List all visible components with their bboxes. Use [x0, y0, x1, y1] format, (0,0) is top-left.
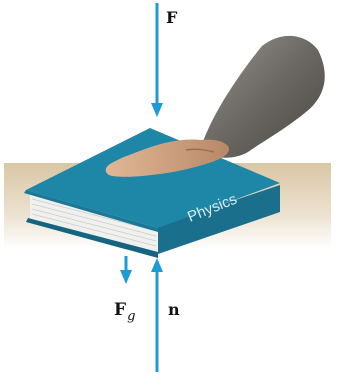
- gravity-force-symbol: F: [114, 300, 127, 320]
- gravity-force-subscript: g: [127, 309, 136, 324]
- book-pages: [30, 194, 158, 254]
- book-cover: [26, 128, 280, 228]
- page-lines: [31, 198, 157, 247]
- sleeve: [200, 35, 325, 158]
- book-cover-edge: [24, 190, 158, 232]
- knuckle-shadow: [185, 148, 215, 153]
- normal-force-arrow: [151, 258, 163, 372]
- applied-force-label: F: [166, 10, 177, 26]
- gravity-force-label: Fg: [114, 300, 135, 324]
- book-spine: [158, 185, 280, 254]
- normal-force-label: n: [168, 302, 180, 318]
- gravity-force-arrow: [120, 256, 132, 284]
- book-bottom-cover: [26, 218, 158, 258]
- applied-force-arrow: [151, 3, 163, 117]
- applied-force-symbol: F: [166, 8, 178, 27]
- normal-force-symbol: n: [168, 300, 180, 319]
